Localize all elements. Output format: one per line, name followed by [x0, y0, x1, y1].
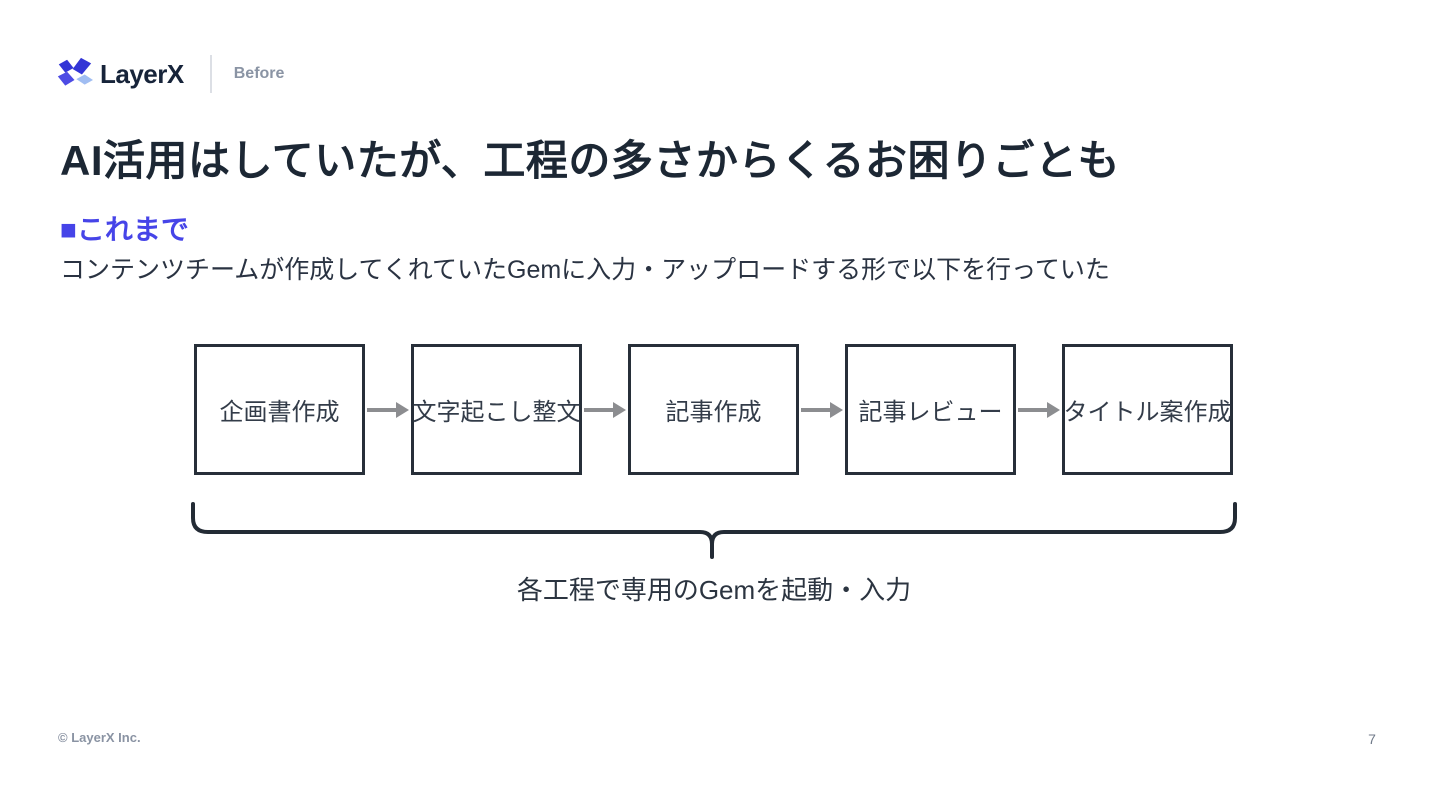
layerx-logo-icon	[57, 57, 93, 86]
arrow-right-icon	[1018, 401, 1060, 418]
flow-step-box: 文字起こし整文	[411, 344, 582, 475]
brace-caption: 各工程で専用のGemを起動・入力	[516, 575, 912, 605]
arrow-right-icon	[801, 401, 843, 418]
page-title: AI活用はしていたが、工程の多さからくるお困りごとも	[60, 137, 1121, 184]
flow-step-box: 企画書作成	[194, 344, 365, 475]
flow-step-box: タイトル案作成	[1062, 344, 1233, 475]
arrow-right-icon	[367, 401, 409, 418]
under-brace	[191, 502, 1237, 559]
flow-step-box: 記事作成	[628, 344, 799, 475]
arrow-right-icon	[584, 401, 626, 418]
header-divider	[209, 55, 212, 93]
section-heading: ■これまで	[60, 214, 189, 245]
header-tag-before: Before	[233, 65, 285, 82]
footer-copyright: © LayerX Inc.	[58, 730, 141, 745]
brand-wordmark: LayerX	[100, 58, 184, 89]
header: LayerX Before	[56, 54, 284, 94]
flow-step-box: 記事レビュー	[845, 344, 1016, 475]
page-number: 7	[1368, 731, 1376, 747]
body-text: コンテンツチームが作成してくれていたGemに入力・アップロードする形で以下を行っ…	[60, 256, 1110, 284]
